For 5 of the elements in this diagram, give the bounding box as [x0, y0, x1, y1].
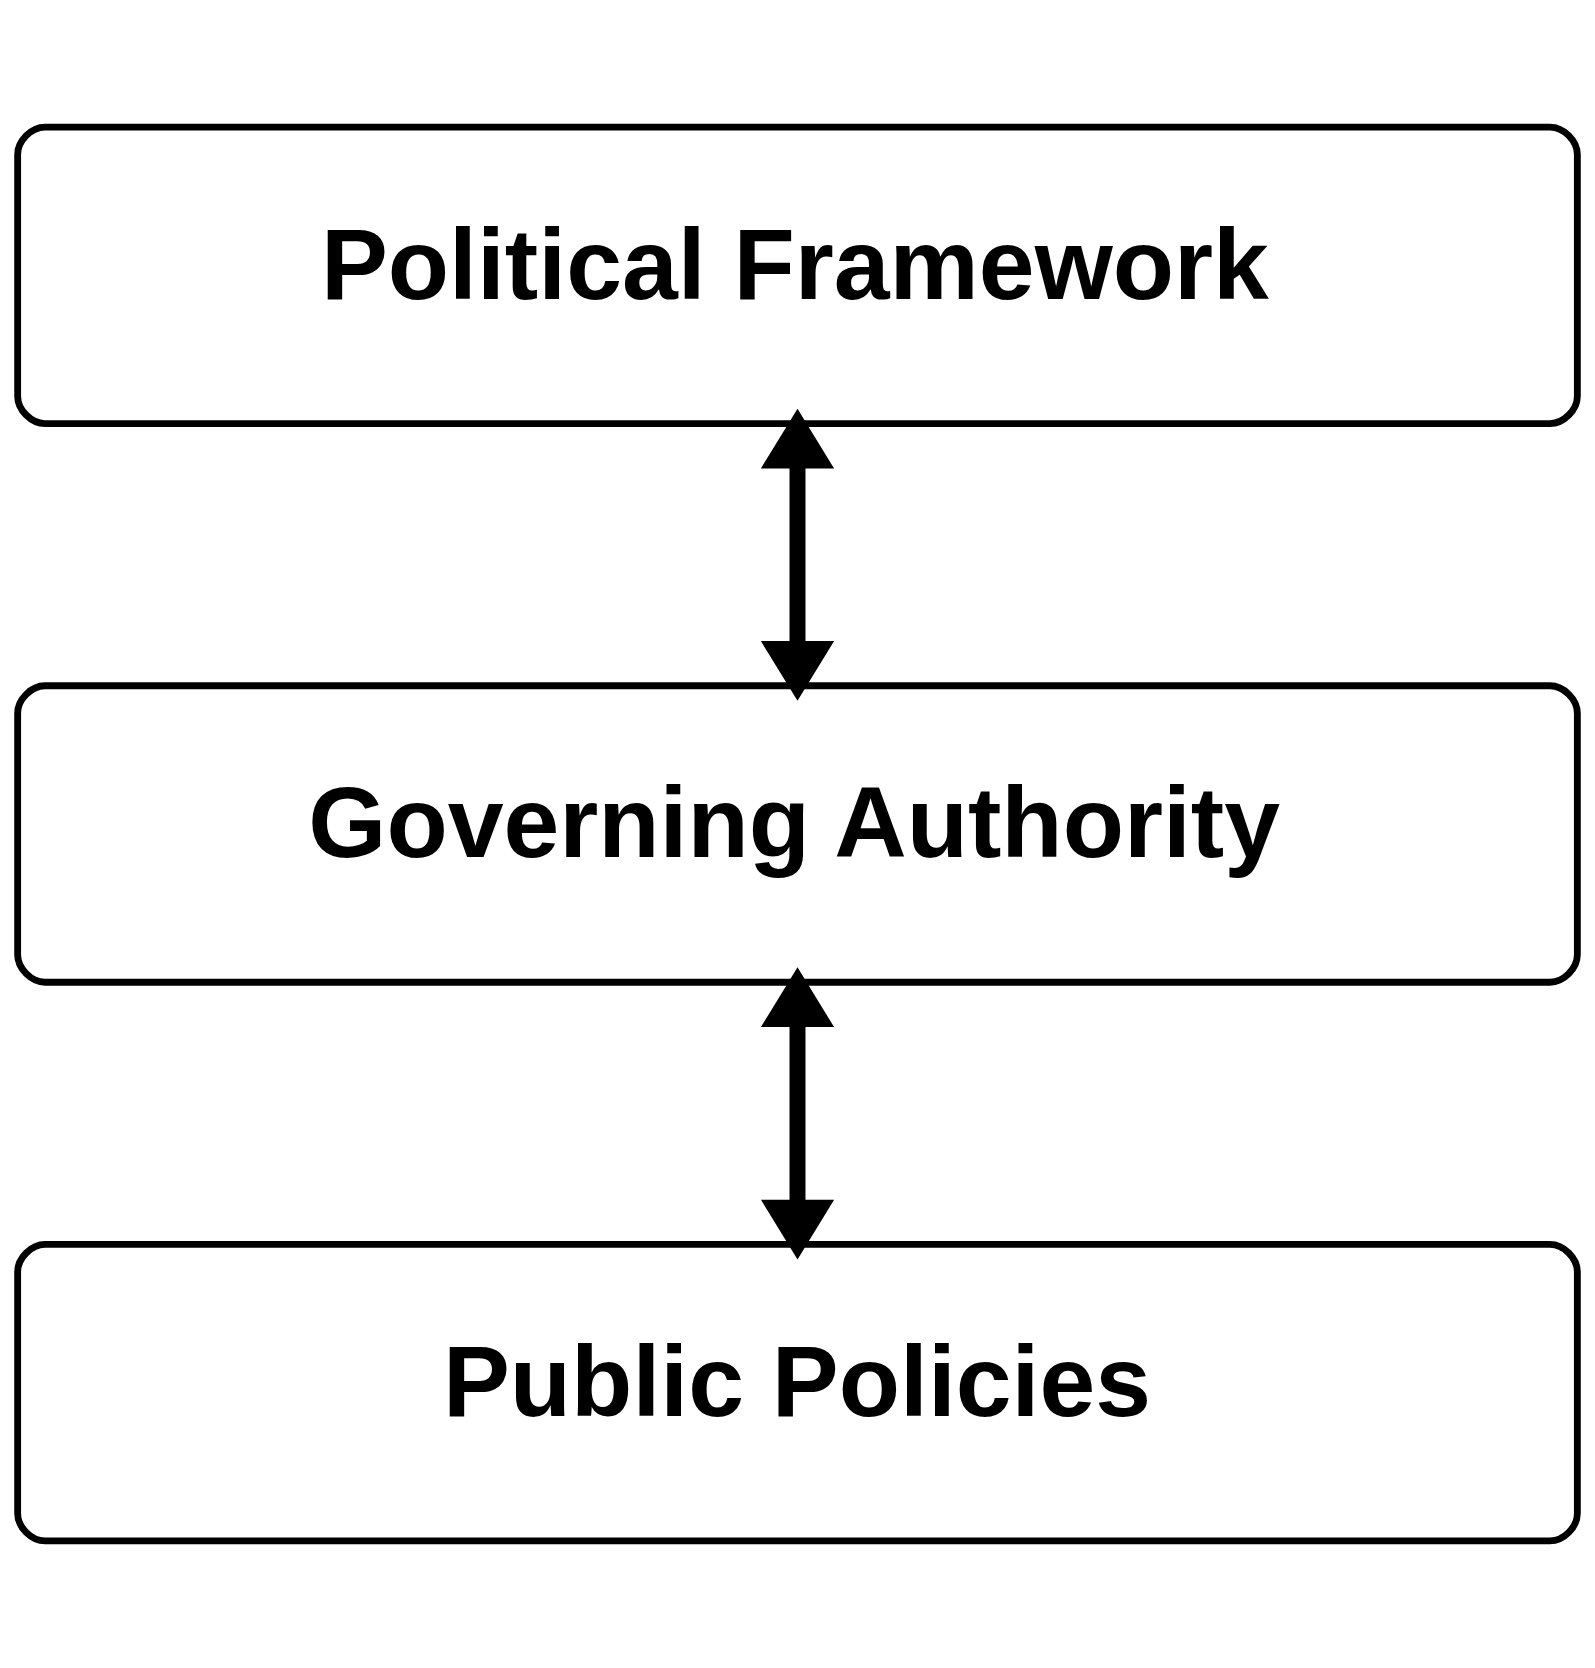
node-box: Governing Authority — [14, 682, 1581, 986]
arrow — [760, 408, 835, 701]
node-box: Public Policies — [14, 1241, 1581, 1545]
node-box: Political Framework — [14, 123, 1581, 427]
arrow — [760, 967, 835, 1260]
